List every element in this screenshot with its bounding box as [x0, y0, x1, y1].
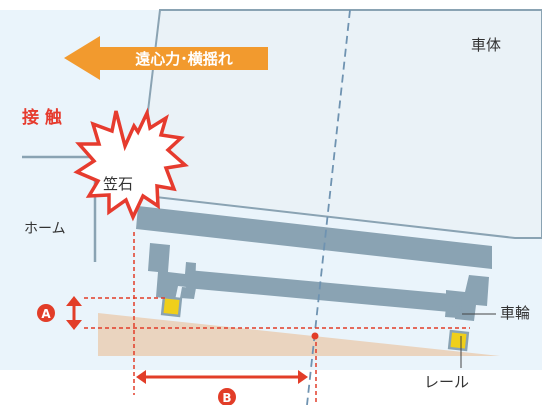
axle-beam: [186, 270, 462, 313]
left-wheel: [160, 295, 183, 318]
marker-a-label: A: [41, 307, 51, 321]
contact-burst-icon: [73, 107, 189, 222]
measure-b-arrow: [136, 370, 308, 384]
wheel-label: 車輪: [500, 304, 530, 322]
bogie-left-frame: [148, 243, 196, 300]
measure-a-arrow: [66, 296, 82, 330]
underframe: [136, 206, 492, 269]
contact-label: 接 触: [22, 107, 62, 128]
track-bed: [98, 313, 500, 356]
rail-label: レール: [424, 373, 469, 391]
car-body-label: 車体: [471, 36, 501, 54]
bogie-right-bracket: [445, 306, 460, 318]
track-center-point: [311, 332, 319, 340]
bogie-left-bracket: [180, 287, 196, 299]
centrifugal-force-label: 遠心力･横揺れ: [135, 50, 233, 68]
marker-b-circle: [218, 388, 236, 405]
centrifugal-force-arrow: [64, 36, 268, 80]
marker-b-label: B: [222, 391, 231, 405]
curb-label: 笠石: [103, 175, 133, 193]
bogie: [148, 243, 489, 321]
marker-a-circle: [37, 304, 55, 322]
platform-label: ホーム: [24, 221, 66, 237]
right-wheel: [447, 329, 470, 352]
